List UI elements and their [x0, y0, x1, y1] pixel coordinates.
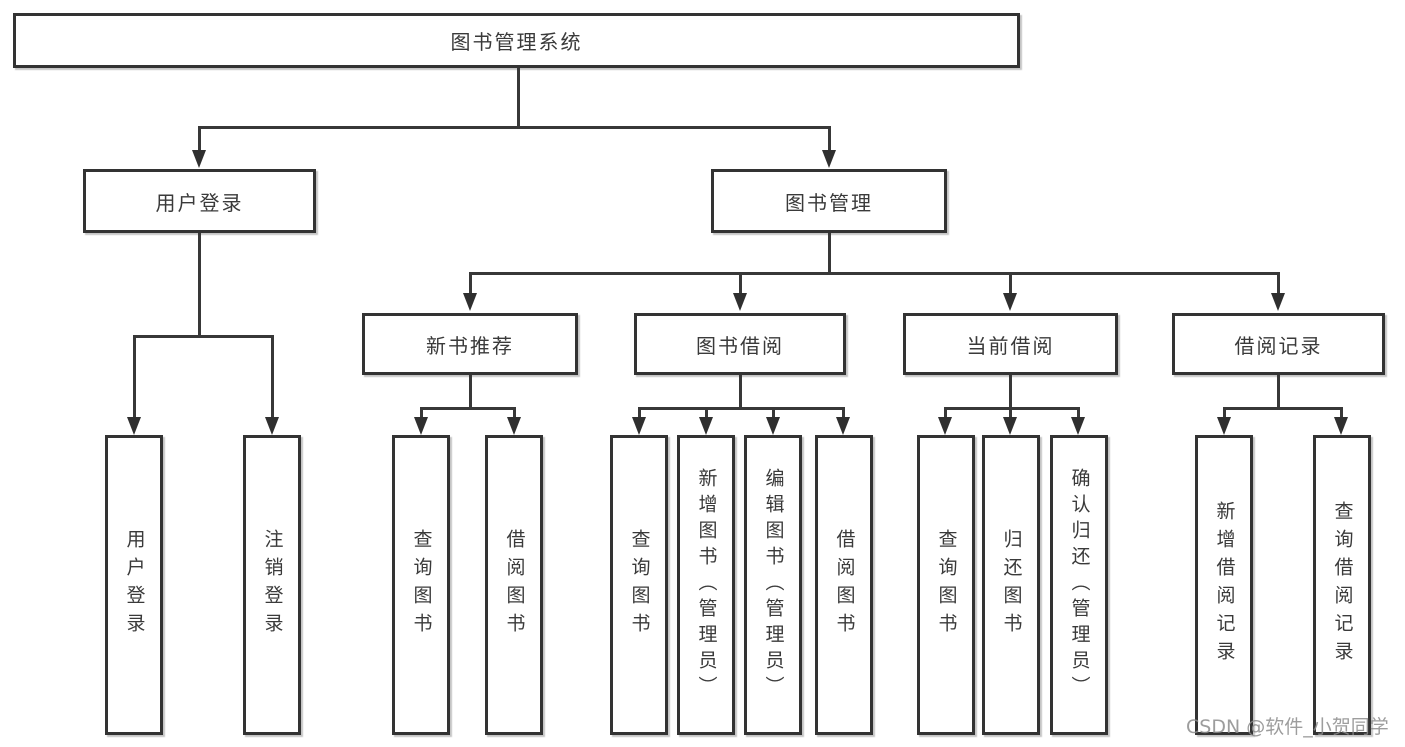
node-root: 图书管理系统: [13, 13, 1020, 68]
arrowhead-br-add: [1217, 417, 1231, 435]
leaf-cb-return-books-label: 归还图书: [1000, 529, 1023, 641]
arrowhead-book-borrow: [733, 293, 747, 311]
leaf-nb-query-books: 查询图书: [392, 435, 450, 735]
arrowhead-br-query: [1334, 417, 1348, 435]
leaf-br-query-record: 查询借阅记录: [1313, 435, 1371, 735]
leaf-br-add-record-label: 新增借阅记录: [1213, 501, 1236, 669]
leaf-cb-confirm-return-admin: 确认归还（管理员）: [1050, 435, 1108, 735]
connector-drop-cb-confirm: [1077, 407, 1080, 418]
arrowhead-borrow-records: [1271, 293, 1285, 311]
arrowhead-nb-query: [414, 417, 428, 435]
leaf-bb-query-books-label: 查询图书: [628, 529, 651, 641]
connector-bb-bar: [638, 407, 844, 410]
watermark: CSDN @软件_小贺同学: [1186, 716, 1389, 738]
leaf-cb-query-books: 查询图书: [917, 435, 975, 735]
leaf-logout-login: 注销登录: [243, 435, 301, 735]
connector-bm-bar: [470, 272, 1280, 275]
leaf-logout-login-label: 注销登录: [261, 529, 284, 641]
connector-drop-cb-query: [944, 407, 947, 418]
connector-drop-bb-query: [638, 407, 641, 418]
node-user-login-label: 用户登录: [155, 190, 244, 215]
leaf-bb-borrow-books-label: 借阅图书: [833, 529, 856, 641]
connector-nb-bar: [420, 407, 516, 410]
leaf-nb-query-books-label: 查询图书: [410, 529, 433, 641]
leaf-bb-edit-books-admin: 编辑图书（管理员）: [744, 435, 802, 735]
connector-drop-bb-edit: [772, 407, 775, 418]
connector-drop-br-query: [1340, 407, 1343, 418]
node-user-login: 用户登录: [83, 169, 316, 233]
leaf-nb-borrow-books-label: 借阅图书: [503, 529, 526, 641]
connector-ul-bar: [133, 335, 274, 338]
connector-drop-cb-return: [1009, 407, 1012, 418]
leaf-nb-borrow-books: 借阅图书: [485, 435, 543, 735]
node-borrow-records-label: 借阅记录: [1234, 333, 1323, 358]
connector-cb-bar: [944, 407, 1080, 410]
connector-drop-nb-borrow: [513, 407, 516, 418]
connector-drop-book-management: [828, 126, 831, 152]
leaf-user-login: 用户登录: [105, 435, 163, 735]
connector-drop-bb-borrow: [842, 407, 845, 418]
connector-br-stem: [1277, 375, 1280, 407]
leaf-bb-add-books-admin: 新增图书（管理员）: [677, 435, 735, 735]
node-new-book-recommend: 新书推荐: [362, 313, 578, 375]
leaf-br-add-record: 新增借阅记录: [1195, 435, 1253, 735]
leaf-cb-return-books: 归还图书: [982, 435, 1040, 735]
leaf-bb-query-books: 查询图书: [610, 435, 668, 735]
arrowhead-cb-return: [1003, 417, 1017, 435]
arrowhead-book-management: [822, 150, 836, 168]
connector-bb-stem: [739, 375, 742, 407]
node-new-book-recommend-label: 新书推荐: [426, 333, 514, 358]
arrowhead-nb-borrow: [507, 417, 521, 435]
leaf-cb-confirm-return-admin-label: 确认归还（管理员）: [1068, 468, 1091, 702]
leaf-bb-borrow-books: 借阅图书: [815, 435, 873, 735]
node-book-borrow: 图书借阅: [634, 313, 846, 375]
arrowhead-bb-add: [699, 417, 713, 435]
connector-drop-bb-add: [705, 407, 708, 418]
node-current-borrow: 当前借阅: [903, 313, 1118, 375]
connector-br-bar: [1223, 407, 1342, 410]
connector-drop-user-login: [198, 126, 201, 152]
connector-drop-ul-login: [133, 335, 136, 417]
arrowhead-cb-confirm: [1071, 417, 1085, 435]
connector-drop-book-borrow: [739, 272, 742, 295]
arrowhead-current-borrow: [1003, 293, 1017, 311]
arrowhead-ul-logout: [265, 417, 279, 435]
connector-root-bar: [198, 126, 831, 129]
leaf-bb-edit-books-admin-label: 编辑图书（管理员）: [762, 468, 785, 702]
node-book-management: 图书管理: [711, 169, 947, 233]
connector-ul-stem: [198, 233, 201, 335]
leaf-cb-query-books-label: 查询图书: [935, 529, 958, 641]
connector-drop-new-book: [469, 272, 472, 295]
connector-root-stem: [517, 68, 520, 126]
leaf-bb-add-books-admin-label: 新增图书（管理员）: [695, 468, 718, 702]
connector-cb-stem: [1009, 375, 1012, 407]
node-current-borrow-label: 当前借阅: [966, 333, 1055, 358]
arrowhead-bb-borrow: [836, 417, 850, 435]
arrowhead-bb-query: [632, 417, 646, 435]
connector-drop-ul-logout: [271, 335, 274, 417]
node-book-borrow-label: 图书借阅: [696, 333, 784, 358]
connector-drop-borrow-records: [1277, 272, 1280, 295]
arrowhead-user-login: [192, 150, 206, 168]
arrowhead-bb-edit: [766, 417, 780, 435]
arrowhead-new-book: [463, 293, 477, 311]
connector-drop-nb-query: [420, 407, 423, 418]
connector-drop-current-borrow: [1009, 272, 1012, 295]
node-borrow-records: 借阅记录: [1172, 313, 1385, 375]
leaf-user-login-label: 用户登录: [123, 529, 146, 641]
node-root-label: 图书管理系统: [450, 30, 583, 54]
arrowhead-ul-login: [127, 417, 141, 435]
arrowhead-cb-query: [938, 417, 952, 435]
leaf-br-query-record-label: 查询借阅记录: [1331, 501, 1354, 669]
node-book-management-label: 图书管理: [785, 190, 873, 215]
connector-nb-stem: [469, 375, 472, 407]
connector-bm-stem: [828, 233, 831, 272]
connector-drop-br-add: [1223, 407, 1226, 418]
